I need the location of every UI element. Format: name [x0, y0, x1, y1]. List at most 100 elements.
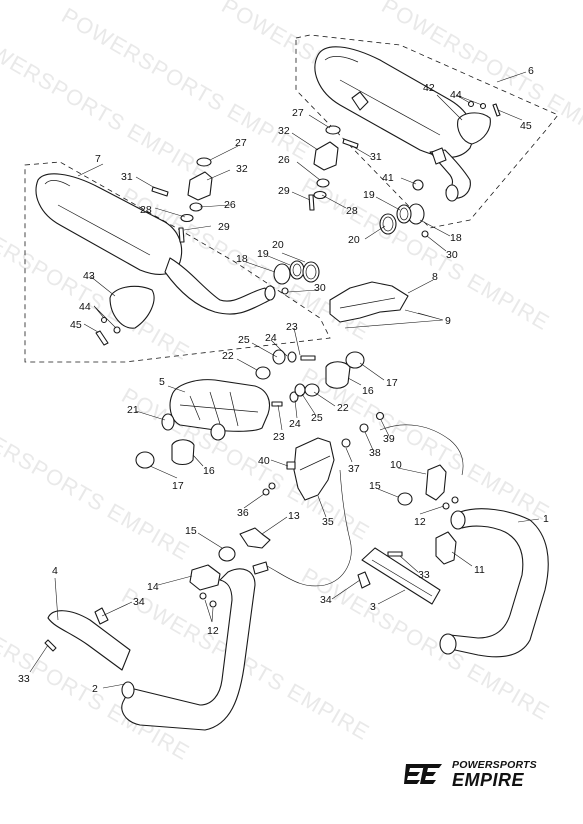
- callout-30: 30: [314, 282, 326, 294]
- mid-sleeves-clamps: [135, 351, 365, 469]
- callout-17: 17: [386, 377, 398, 389]
- brand-line-1: POWERSPORTS: [452, 759, 537, 771]
- callout-18: 18: [450, 232, 462, 244]
- callout-34: 34: [133, 596, 145, 608]
- callout-33: 33: [418, 569, 430, 581]
- callout-30: 30: [446, 249, 458, 261]
- callout-21: 21: [127, 404, 139, 416]
- callout-29: 29: [278, 185, 290, 197]
- left-silencer-group-outline: [24, 161, 331, 363]
- callout-23: 23: [273, 431, 285, 443]
- callout-20: 20: [348, 234, 360, 246]
- callout-12: 12: [207, 625, 219, 637]
- sensor-bracket: [425, 464, 447, 501]
- left-silencer: [35, 173, 276, 315]
- catalytic-converter: [161, 379, 271, 441]
- callout-33: 33: [18, 673, 30, 685]
- right-silencer: [314, 46, 474, 202]
- callout-20: 20: [272, 239, 284, 251]
- callout-24: 24: [289, 418, 301, 430]
- callout-24: 24: [265, 332, 277, 344]
- front-clamp-bracket: [435, 531, 457, 565]
- right-end-cover: [457, 112, 491, 145]
- left-hanger-bracket: [187, 171, 213, 201]
- callout-6: 6: [528, 65, 534, 77]
- rear-header-pipe: [121, 568, 256, 731]
- callout-31: 31: [370, 151, 382, 163]
- callout-26: 26: [224, 199, 236, 211]
- callout-22: 22: [337, 402, 349, 414]
- bolts: [44, 103, 501, 652]
- callout-42: 42: [423, 82, 435, 94]
- callout-35: 35: [322, 516, 334, 528]
- front-header-pipe: [449, 508, 549, 658]
- callout-16: 16: [203, 465, 215, 477]
- callout-12: 12: [414, 516, 426, 528]
- callout-22: 22: [222, 350, 234, 362]
- callout-13: 13: [288, 510, 300, 522]
- callout-8: 8: [432, 271, 438, 283]
- callout-11: 11: [474, 564, 485, 576]
- callout-27: 27: [235, 137, 247, 149]
- right-hanger-bracket: [313, 141, 339, 171]
- callout-9: 9: [445, 315, 451, 327]
- callout-18: 18: [236, 253, 248, 265]
- callout-14: 14: [147, 581, 159, 593]
- o-ring: [397, 492, 413, 506]
- callout-19: 19: [257, 248, 269, 260]
- callout-37: 37: [348, 463, 360, 475]
- callout-34: 34: [320, 594, 332, 606]
- callout-25: 25: [311, 412, 323, 424]
- left-end-cover: [109, 285, 155, 329]
- upper-heat-shield: [329, 281, 409, 323]
- sensor-wire: [264, 469, 352, 587]
- grommets-and-washers: [180, 125, 424, 223]
- callout-5: 5: [159, 376, 165, 388]
- callout-26: 26: [278, 154, 290, 166]
- callout-15: 15: [185, 525, 197, 537]
- callout-45: 45: [70, 319, 82, 331]
- callout-17: 17: [172, 480, 184, 492]
- callout-39: 39: [383, 433, 395, 445]
- upper-clamps: [273, 203, 425, 285]
- small-fasteners: [100, 100, 487, 334]
- brand-emblem-icon: [404, 764, 442, 784]
- leader-lines: [29, 71, 540, 689]
- callout-44: 44: [450, 89, 462, 101]
- callout-4: 4: [52, 565, 58, 577]
- callout-40: 40: [258, 455, 270, 467]
- rear-pipe-heat-shield: [47, 610, 131, 671]
- brand-logo: POWERSPORTS EMPIRE: [404, 756, 554, 792]
- callout-43: 43: [83, 270, 95, 282]
- gasket-plate: [189, 564, 221, 591]
- pipe-heat-shield: [361, 547, 441, 605]
- callout-3: 3: [370, 601, 376, 613]
- callout-45: 45: [520, 120, 532, 132]
- callout-41: 41: [382, 172, 394, 184]
- callout-29: 29: [218, 221, 230, 233]
- callout-28: 28: [140, 204, 152, 216]
- callout-1: 1: [543, 513, 549, 525]
- callout-10: 10: [390, 459, 402, 471]
- callout-7: 7: [95, 153, 101, 165]
- callout-numbers: 1 2 3 4 5 6 7 8 9 10 11 12 12 13 14 15 1…: [18, 65, 549, 695]
- brand-line-2: EMPIRE: [452, 770, 525, 790]
- callout-16: 16: [362, 385, 374, 397]
- lower-heat-shield: [293, 437, 335, 501]
- callout-44: 44: [79, 301, 91, 313]
- shield-fasteners: [262, 411, 385, 496]
- callout-28: 28: [346, 205, 358, 217]
- callout-38: 38: [369, 447, 381, 459]
- callout-32: 32: [236, 163, 248, 175]
- callout-27: 27: [292, 107, 304, 119]
- callout-19: 19: [363, 189, 375, 201]
- callout-36: 36: [237, 507, 249, 519]
- callout-32: 32: [278, 125, 290, 137]
- o-ring: [218, 546, 236, 562]
- sensor-wire-upper: [379, 424, 464, 476]
- callout-25: 25: [238, 334, 250, 346]
- callout-31: 31: [121, 171, 133, 183]
- callout-2: 2: [92, 683, 98, 695]
